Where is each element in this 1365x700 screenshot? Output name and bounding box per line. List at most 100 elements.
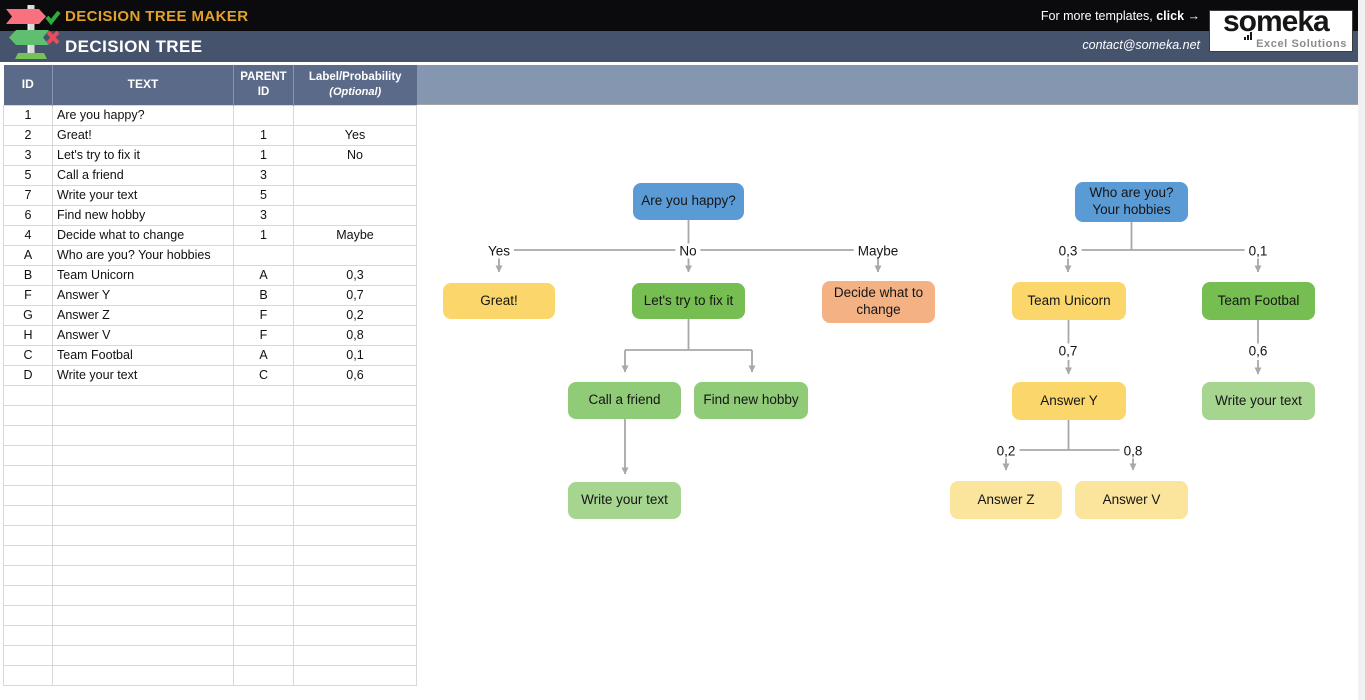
cell-empty[interactable] (3, 604, 53, 626)
cell-empty[interactable] (293, 564, 417, 586)
cell-label[interactable]: 0,8 (293, 324, 417, 346)
cell-label[interactable]: 0,1 (293, 344, 417, 366)
cell-label[interactable] (293, 204, 417, 226)
cell-parent[interactable]: C (233, 364, 294, 386)
cell-empty[interactable] (233, 664, 294, 686)
cell-label[interactable] (293, 104, 417, 126)
cell-empty[interactable] (293, 464, 417, 486)
cell-id[interactable]: C (3, 344, 53, 366)
cell-empty[interactable] (233, 444, 294, 466)
cell-label[interactable] (293, 244, 417, 266)
cell-empty[interactable] (3, 524, 53, 546)
cell-text[interactable]: Answer Y (52, 284, 234, 306)
cell-empty[interactable] (293, 604, 417, 626)
cell-parent[interactable]: 3 (233, 164, 294, 186)
cell-label[interactable]: Yes (293, 124, 417, 146)
cell-empty[interactable] (233, 604, 294, 626)
cell-id[interactable]: D (3, 364, 53, 386)
cell-id[interactable]: 4 (3, 224, 53, 246)
cell-empty[interactable] (52, 584, 234, 606)
cell-empty[interactable] (233, 404, 294, 426)
cell-empty[interactable] (52, 424, 234, 446)
cell-empty[interactable] (52, 524, 234, 546)
cell-empty[interactable] (3, 564, 53, 586)
cell-empty[interactable] (233, 384, 294, 406)
cell-empty[interactable] (233, 624, 294, 646)
cell-id[interactable]: G (3, 304, 53, 326)
cell-empty[interactable] (52, 464, 234, 486)
cell-text[interactable]: Who are you? Your hobbies (52, 244, 234, 266)
cell-id[interactable]: 5 (3, 164, 53, 186)
someka-logo[interactable]: someka Excel Solutions (1209, 5, 1353, 52)
cell-parent[interactable]: 3 (233, 204, 294, 226)
cell-empty[interactable] (52, 564, 234, 586)
cell-empty[interactable] (293, 424, 417, 446)
cell-empty[interactable] (3, 404, 53, 426)
cell-id[interactable]: 7 (3, 184, 53, 206)
cell-empty[interactable] (52, 544, 234, 566)
cell-empty[interactable] (233, 504, 294, 526)
cell-empty[interactable] (233, 524, 294, 546)
cell-parent[interactable]: 5 (233, 184, 294, 206)
cell-empty[interactable] (52, 444, 234, 466)
cell-empty[interactable] (52, 624, 234, 646)
cell-empty[interactable] (293, 504, 417, 526)
cell-id[interactable]: A (3, 244, 53, 266)
cell-empty[interactable] (233, 464, 294, 486)
cell-empty[interactable] (293, 624, 417, 646)
cell-text[interactable]: Write your text (52, 184, 234, 206)
cell-empty[interactable] (293, 384, 417, 406)
cell-empty[interactable] (293, 404, 417, 426)
cell-label[interactable]: 0,7 (293, 284, 417, 306)
cell-empty[interactable] (3, 384, 53, 406)
more-templates-link[interactable]: For more templates, click → (1041, 9, 1200, 23)
contact-email[interactable]: contact@someka.net (1082, 38, 1200, 52)
cell-label[interactable]: 0,6 (293, 364, 417, 386)
cell-empty[interactable] (3, 444, 53, 466)
cell-empty[interactable] (233, 584, 294, 606)
cell-empty[interactable] (3, 624, 53, 646)
cell-parent[interactable]: 1 (233, 124, 294, 146)
cell-empty[interactable] (233, 424, 294, 446)
cell-empty[interactable] (3, 484, 53, 506)
cell-empty[interactable] (52, 404, 234, 426)
cell-text[interactable]: Answer Z (52, 304, 234, 326)
cell-empty[interactable] (3, 584, 53, 606)
cell-parent[interactable]: A (233, 344, 294, 366)
cell-id[interactable]: B (3, 264, 53, 286)
cell-text[interactable]: Answer V (52, 324, 234, 346)
cell-label[interactable]: Maybe (293, 224, 417, 246)
cell-label[interactable] (293, 164, 417, 186)
cell-label[interactable] (293, 184, 417, 206)
cell-empty[interactable] (293, 544, 417, 566)
cell-label[interactable]: 0,3 (293, 264, 417, 286)
cell-text[interactable]: Team Unicorn (52, 264, 234, 286)
cell-text[interactable]: Great! (52, 124, 234, 146)
cell-text[interactable]: Find new hobby (52, 204, 234, 226)
cell-text[interactable]: Team Footbal (52, 344, 234, 366)
cell-parent[interactable] (233, 244, 294, 266)
cell-parent[interactable] (233, 104, 294, 126)
cell-text[interactable]: Let's try to fix it (52, 144, 234, 166)
cell-empty[interactable] (52, 644, 234, 666)
cell-parent[interactable]: F (233, 324, 294, 346)
more-templates-click[interactable]: click → (1156, 9, 1200, 23)
cell-empty[interactable] (3, 664, 53, 686)
cell-empty[interactable] (3, 504, 53, 526)
cell-empty[interactable] (233, 484, 294, 506)
cell-id[interactable]: H (3, 324, 53, 346)
cell-parent[interactable]: 1 (233, 144, 294, 166)
cell-empty[interactable] (293, 484, 417, 506)
cell-empty[interactable] (52, 664, 234, 686)
cell-empty[interactable] (3, 424, 53, 446)
cell-parent[interactable]: B (233, 284, 294, 306)
cell-text[interactable]: Call a friend (52, 164, 234, 186)
cell-empty[interactable] (3, 644, 53, 666)
cell-text[interactable]: Write your text (52, 364, 234, 386)
cell-empty[interactable] (52, 484, 234, 506)
cell-empty[interactable] (293, 644, 417, 666)
cell-empty[interactable] (52, 604, 234, 626)
cell-label[interactable]: No (293, 144, 417, 166)
cell-parent[interactable]: A (233, 264, 294, 286)
cell-parent[interactable]: 1 (233, 224, 294, 246)
